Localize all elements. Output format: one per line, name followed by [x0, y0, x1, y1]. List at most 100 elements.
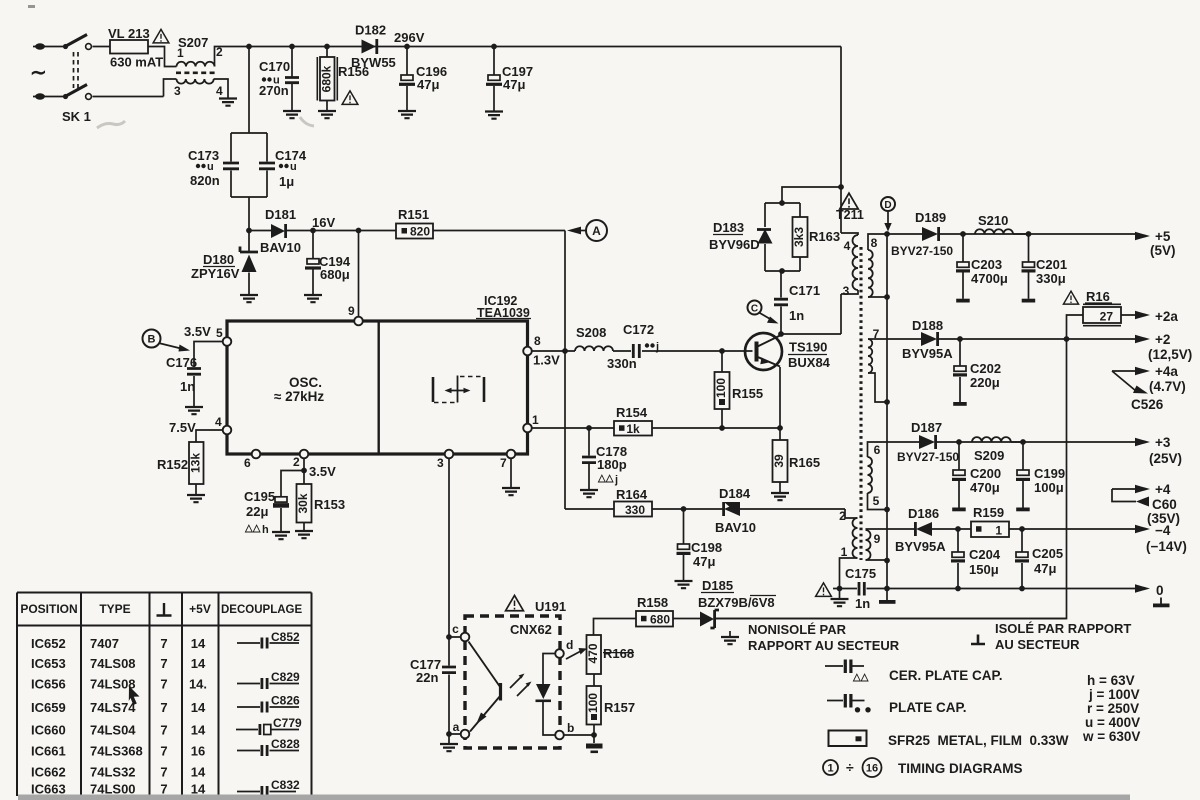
svg-text:1: 1 — [177, 46, 184, 60]
svg-text:22n: 22n — [416, 670, 438, 685]
svg-text:7: 7 — [160, 656, 167, 671]
svg-text:680μ: 680μ — [320, 267, 350, 282]
svg-text:d: d — [566, 638, 573, 652]
svg-text:C: C — [751, 304, 758, 315]
svg-text:ISOLÉ PAR RAPPORT: ISOLÉ PAR RAPPORT — [995, 621, 1131, 636]
svg-text:14: 14 — [191, 723, 206, 738]
svg-text:14: 14 — [191, 765, 206, 780]
svg-text:C779: C779 — [273, 716, 302, 730]
svg-text:D189: D189 — [915, 210, 946, 225]
svg-text:j = 100V: j = 100V — [1088, 687, 1140, 702]
svg-text:16: 16 — [866, 763, 878, 775]
svg-text:a: a — [453, 720, 460, 734]
svg-text:BAV10: BAV10 — [715, 520, 756, 535]
svg-text:14: 14 — [191, 700, 206, 715]
svg-text:C177: C177 — [410, 657, 441, 672]
svg-text:C203: C203 — [971, 257, 1002, 272]
svg-text:270n: 270n — [259, 83, 289, 98]
svg-text:R158: R158 — [637, 595, 668, 610]
svg-text:u: u — [290, 161, 297, 173]
svg-text:D187: D187 — [911, 420, 942, 435]
svg-text:820: 820 — [410, 225, 430, 239]
svg-text:9: 9 — [874, 532, 881, 546]
svg-text:C60: C60 — [1152, 497, 1177, 512]
svg-text:0: 0 — [1156, 583, 1164, 598]
svg-text:100: 100 — [586, 693, 600, 713]
svg-text:C200: C200 — [970, 466, 1001, 481]
svg-text:D184: D184 — [719, 486, 751, 501]
svg-text:16V: 16V — [312, 215, 335, 230]
svg-text:SFR25 METAL, FILM 0.33W: SFR25 METAL, FILM 0.33W — [888, 733, 1069, 748]
svg-text:7: 7 — [160, 744, 167, 759]
svg-text:TYPE: TYPE — [99, 602, 130, 616]
svg-text:S207: S207 — [178, 35, 208, 50]
svg-text:3: 3 — [174, 84, 181, 98]
svg-text:OSC.: OSC. — [289, 375, 322, 390]
svg-text:3k3: 3k3 — [792, 227, 806, 247]
svg-text:7407: 7407 — [90, 636, 119, 651]
svg-text:30k: 30k — [296, 493, 310, 513]
svg-text:7: 7 — [160, 677, 167, 692]
svg-text:1: 1 — [841, 545, 848, 559]
svg-text:IC663: IC663 — [31, 782, 66, 797]
svg-text:VL 213: VL 213 — [108, 26, 150, 41]
svg-text:SK 1: SK 1 — [62, 109, 91, 124]
svg-text:BAV10: BAV10 — [260, 240, 301, 255]
svg-text:C176: C176 — [166, 355, 197, 370]
svg-text:C196: C196 — [416, 64, 447, 79]
svg-text:C852: C852 — [271, 630, 300, 644]
svg-text:C829: C829 — [271, 670, 300, 684]
svg-text:47μ: 47μ — [693, 554, 715, 569]
svg-text:5: 5 — [873, 494, 880, 508]
svg-text:h: h — [262, 524, 269, 536]
svg-text:w = 630V: w = 630V — [1082, 729, 1140, 744]
svg-text:(25V): (25V) — [1149, 451, 1182, 466]
svg-text:+3: +3 — [1155, 435, 1171, 450]
svg-text:j: j — [655, 341, 659, 353]
svg-text:C828: C828 — [271, 737, 300, 751]
svg-text:4700μ: 4700μ — [971, 271, 1008, 286]
svg-text:u: u — [273, 75, 280, 87]
svg-text:NONISOLÉ PAR: NONISOLÉ PAR — [748, 622, 847, 637]
svg-text:IC653: IC653 — [31, 656, 66, 671]
svg-text:D182: D182 — [355, 23, 386, 38]
svg-text:TEA1039: TEA1039 — [477, 306, 530, 320]
svg-text:470: 470 — [586, 643, 600, 663]
svg-text:÷: ÷ — [846, 759, 854, 775]
svg-text:74LS00: 74LS00 — [90, 782, 136, 797]
svg-text:C832: C832 — [271, 778, 300, 792]
svg-text:680: 680 — [650, 613, 670, 627]
svg-text:j: j — [614, 474, 618, 486]
svg-text:7: 7 — [500, 456, 507, 470]
svg-text:47μ: 47μ — [417, 77, 439, 92]
svg-text:D186: D186 — [908, 506, 939, 521]
svg-text:4: 4 — [216, 84, 223, 98]
svg-text:74LS32: 74LS32 — [90, 765, 136, 780]
svg-text:1n: 1n — [789, 308, 804, 323]
svg-text:BYV95A: BYV95A — [895, 539, 946, 554]
svg-text:2: 2 — [216, 45, 223, 59]
svg-text:(35V): (35V) — [1147, 511, 1180, 526]
svg-text:u = 400V: u = 400V — [1085, 715, 1140, 730]
svg-text:IC660: IC660 — [31, 723, 66, 738]
svg-text:R165: R165 — [789, 455, 820, 470]
svg-text:b: b — [567, 721, 574, 735]
svg-text:C195: C195 — [244, 489, 275, 504]
svg-text:S208: S208 — [576, 325, 606, 340]
svg-text:27: 27 — [1100, 310, 1114, 324]
svg-text:4: 4 — [215, 415, 222, 429]
svg-text:BUX84: BUX84 — [788, 355, 831, 370]
svg-text:BYW55: BYW55 — [351, 55, 396, 70]
svg-text:R151: R151 — [398, 207, 429, 222]
svg-text:1.3V: 1.3V — [533, 353, 560, 368]
svg-text:C175: C175 — [845, 566, 876, 581]
svg-text:ZPY16V: ZPY16V — [191, 266, 240, 281]
svg-text:1: 1 — [995, 524, 1002, 538]
svg-text:296V: 296V — [394, 30, 425, 45]
svg-text:R156: R156 — [338, 64, 369, 79]
svg-text:7: 7 — [160, 700, 167, 715]
svg-text:C173: C173 — [188, 148, 219, 163]
svg-text:△△: △△ — [852, 672, 869, 683]
svg-text:16: 16 — [191, 744, 205, 759]
svg-text:74LS08: 74LS08 — [90, 677, 136, 692]
